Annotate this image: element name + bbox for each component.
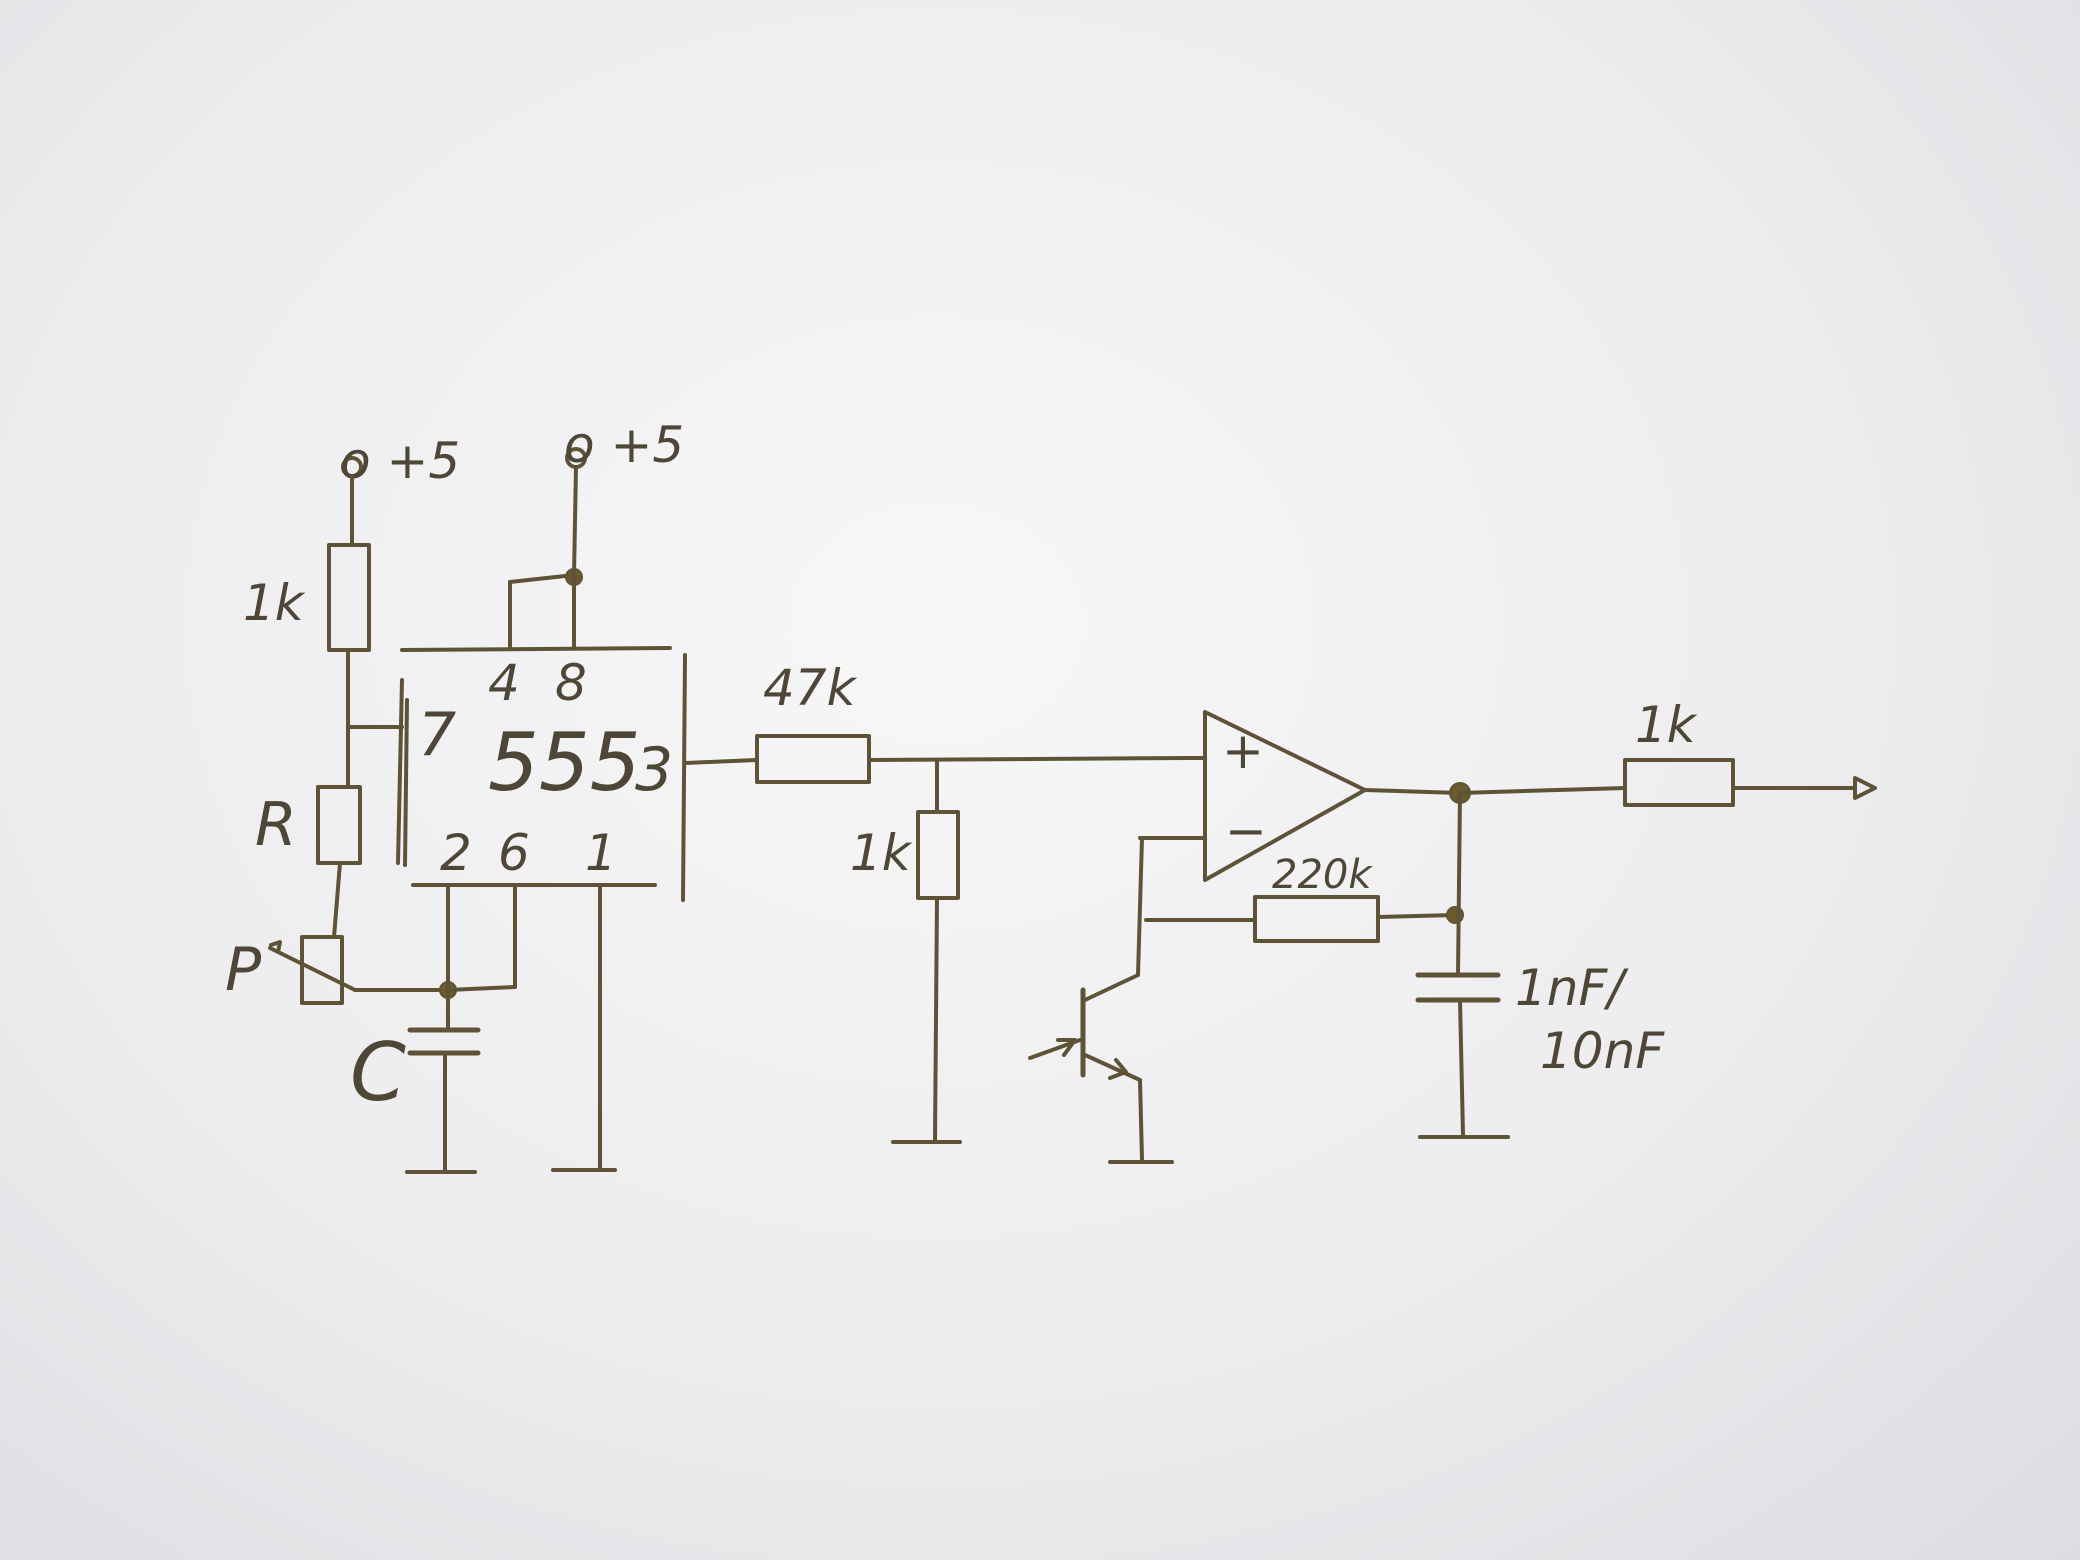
pin-1-label: 1	[585, 824, 617, 882]
ic-555: 555 4 8 7 3 2 6 1	[396, 646, 687, 902]
capacitor-c-label: C	[350, 1026, 406, 1119]
capacitor-c: C	[350, 1026, 481, 1119]
pin-4-label: 4	[488, 654, 520, 712]
capacitor-filter: 1nF/ 10nF	[1415, 959, 1665, 1080]
resistor-r-label: R	[255, 790, 297, 860]
pin-6-label: 6	[498, 824, 530, 882]
resistor-1k-divider-label: 1k	[850, 824, 913, 882]
op-amp-minus-label: −	[1225, 802, 1267, 860]
transistor-npn	[1028, 973, 1142, 1082]
potentiometer-p: P	[225, 935, 357, 1005]
supply-left-label: o +5	[340, 432, 460, 490]
supply-right-label: o +5	[564, 416, 684, 474]
pin-8-label: 8	[555, 654, 587, 712]
resistor-1k-top-label: 1k	[243, 574, 306, 632]
resistor-1k-output-label: 1k	[1635, 696, 1698, 754]
ic-555-label: 555	[488, 716, 641, 809]
op-amp: + −	[1203, 710, 1367, 882]
pin-7-label: 7	[418, 700, 456, 770]
pin-3-label: 3	[635, 735, 673, 805]
op-amp-plus-label: +	[1222, 722, 1264, 780]
capacitor-filter-label-2: 10nF	[1540, 1022, 1665, 1080]
resistor-1k-divider: 1k	[850, 810, 960, 900]
resistor-1k-top: 1k	[243, 543, 371, 652]
supply-left: o +5	[340, 432, 460, 490]
resistor-220k: 220k	[1253, 852, 1380, 943]
resistor-47k: 47k	[755, 659, 871, 784]
capacitor-filter-label-1: 1nF/	[1515, 959, 1629, 1017]
output-arrow-icon	[1853, 776, 1877, 800]
pin-2-label: 2	[440, 824, 472, 882]
resistor-47k-label: 47k	[763, 659, 858, 717]
resistor-1k-output: 1k	[1623, 696, 1735, 807]
resistor-r: R	[255, 785, 362, 865]
potentiometer-p-label: P	[225, 935, 262, 1005]
supply-right: o +5	[564, 416, 684, 474]
resistor-220k-label: 220k	[1272, 852, 1373, 898]
